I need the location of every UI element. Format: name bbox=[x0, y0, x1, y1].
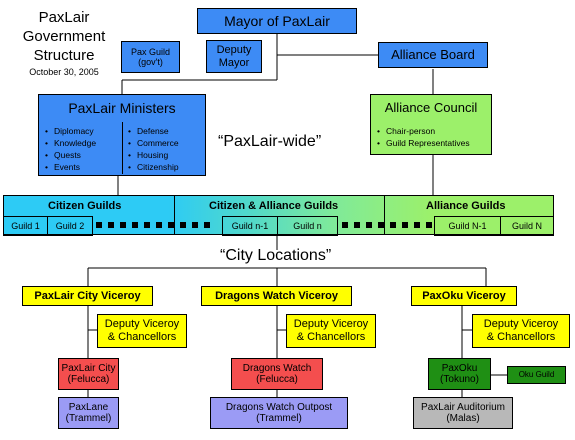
mayor-box: Mayor of PaxLair bbox=[197, 8, 357, 34]
city-locations-label: “City Locations” bbox=[220, 247, 332, 264]
dragons-viceroy-box: Dragons Watch Viceroy bbox=[201, 286, 352, 306]
deputy-viceroy-line1: Deputy Viceroy bbox=[483, 318, 559, 331]
deputy-viceroy-line1: Deputy Viceroy bbox=[293, 318, 369, 331]
alliance-board-box: Alliance Board bbox=[378, 42, 488, 68]
minister-item: Events bbox=[45, 161, 96, 173]
paxlane-line1: PaxLane bbox=[68, 401, 109, 413]
paxlair-wide-label: “PaxLair-wide” bbox=[218, 133, 322, 150]
paxlair-city-line1: PaxLair City bbox=[61, 362, 116, 374]
paxoku-line1: PaxOku bbox=[441, 362, 478, 374]
ministers-right-list: Defense Commerce Housing Citizenship bbox=[128, 125, 179, 173]
alliance-council-list: Chair-person Guild Representatives bbox=[377, 125, 470, 149]
guild-n-left-label: Guild n bbox=[293, 221, 322, 231]
dragons-viceroy-label: Dragons Watch Viceroy bbox=[215, 289, 338, 302]
guild-bar-divider-left bbox=[174, 195, 175, 235]
guild-n1-left-box: Guild n-1 bbox=[222, 216, 278, 236]
guild-N-box: Guild N bbox=[500, 216, 554, 236]
dragons-watch-line2: (Felucca) bbox=[256, 374, 298, 385]
alliance-guilds-label: Alliance Guilds bbox=[426, 200, 506, 212]
guild-2-label: Guild 2 bbox=[55, 221, 85, 231]
deputy-mayor-line2: Mayor bbox=[218, 56, 250, 69]
paxlane-box: PaxLane (Trammel) bbox=[58, 397, 119, 429]
guild-1-box: Guild 1 bbox=[3, 216, 48, 236]
auditorium-box: PaxLair Auditorium (Malas) bbox=[413, 397, 513, 429]
guild-bar: Citizen Guilds Citizen & Alliance Guilds… bbox=[3, 195, 554, 235]
chart-title: PaxLair Government Structure bbox=[14, 8, 114, 65]
ministers-title: PaxLair Ministers bbox=[68, 100, 176, 116]
minister-item: Defense bbox=[128, 125, 179, 137]
paxlane-line2: (Trammel) bbox=[65, 413, 112, 424]
auditorium-line1: PaxLair Auditorium bbox=[421, 401, 505, 413]
deputy-viceroy-line2: & Chancellors bbox=[296, 331, 366, 343]
ministers-divider bbox=[122, 122, 123, 174]
minister-item: Quests bbox=[45, 149, 96, 161]
minister-item: Diplomacy bbox=[45, 125, 96, 137]
deputy-mayor-box: Deputy Mayor bbox=[206, 40, 262, 73]
ministers-box: PaxLair Ministers Diplomacy Knowledge Qu… bbox=[38, 94, 206, 176]
alliance-council-box: Alliance Council Chair-person Guild Repr… bbox=[370, 94, 492, 155]
council-item: Guild Representatives bbox=[377, 137, 470, 149]
guild-N1-label: Guild N-1 bbox=[448, 221, 487, 231]
deputy-viceroy-line2: & Chancellors bbox=[486, 331, 556, 343]
deputy-viceroy-box-2: Deputy Viceroy & Chancellors bbox=[286, 314, 376, 348]
pax-guild-line2: (gov't) bbox=[138, 57, 163, 67]
paxlair-viceroy-label: PaxLair City Viceroy bbox=[34, 289, 141, 302]
minister-item: Knowledge bbox=[45, 137, 96, 149]
paxoku-viceroy-box: PaxOku Viceroy bbox=[411, 286, 517, 306]
paxlair-viceroy-box: PaxLair City Viceroy bbox=[22, 286, 153, 306]
deputy-viceroy-line1: Deputy Viceroy bbox=[104, 318, 180, 331]
guild-n-left-box: Guild n bbox=[277, 216, 338, 236]
alliance-board-label: Alliance Board bbox=[391, 46, 475, 62]
paxlair-city-line2: (Felucca) bbox=[67, 374, 110, 385]
citizen-guilds-label: Citizen Guilds bbox=[48, 200, 122, 212]
guild-n1-left-label: Guild n-1 bbox=[231, 221, 269, 231]
guild-N-label: Guild N bbox=[511, 221, 542, 231]
deputy-viceroy-box-1: Deputy Viceroy & Chancellors bbox=[97, 314, 187, 348]
mayor-label: Mayor of PaxLair bbox=[224, 12, 330, 29]
oku-guild-box: Oku Guild bbox=[507, 366, 566, 384]
paxoku-viceroy-label: PaxOku Viceroy bbox=[422, 289, 506, 302]
guild-2-box: Guild 2 bbox=[47, 216, 93, 236]
dragons-outpost-line1: Dragons Watch Outpost bbox=[225, 401, 333, 413]
council-item: Chair-person bbox=[377, 125, 470, 137]
deputy-mayor-line1: Deputy bbox=[216, 43, 252, 56]
alliance-council-title: Alliance Council bbox=[384, 100, 478, 115]
title-line2: Government bbox=[22, 28, 106, 45]
title-line1: PaxLair bbox=[38, 9, 90, 26]
dragons-outpost-line2: (Trammel) bbox=[256, 413, 302, 424]
guild-1-label: Guild 1 bbox=[11, 221, 40, 231]
pax-guild-box: Pax Guild (gov't) bbox=[121, 41, 180, 73]
deputy-viceroy-box-3: Deputy Viceroy & Chancellors bbox=[472, 314, 570, 348]
guild-dots-left bbox=[96, 222, 210, 228]
paxoku-line2: (Tokuno) bbox=[440, 374, 479, 385]
dragons-watch-line1: Dragons Watch bbox=[242, 362, 312, 374]
paxoku-box: PaxOku (Tokuno) bbox=[428, 358, 491, 390]
guild-bar-divider-right bbox=[384, 195, 385, 235]
dragons-outpost-box: Dragons Watch Outpost (Trammel) bbox=[210, 397, 348, 429]
paxlair-city-box: PaxLair City (Felucca) bbox=[58, 358, 119, 390]
title-date: October 30, 2005 bbox=[29, 67, 99, 77]
guild-dots-right bbox=[342, 222, 432, 228]
ministers-left-list: Diplomacy Knowledge Quests Events bbox=[45, 125, 96, 173]
auditorium-line2: (Malas) bbox=[446, 413, 480, 424]
minister-item: Commerce bbox=[128, 137, 179, 149]
oku-guild-label: Oku Guild bbox=[518, 370, 555, 380]
dragons-watch-box: Dragons Watch (Felucca) bbox=[231, 358, 323, 390]
minister-item: Housing bbox=[128, 149, 179, 161]
title-line3: Structure bbox=[33, 47, 95, 64]
citizen-alliance-guilds-label: Citizen & Alliance Guilds bbox=[209, 200, 339, 212]
pax-guild-line1: Pax Guild bbox=[130, 46, 171, 57]
guild-N1-box: Guild N-1 bbox=[434, 216, 501, 236]
minister-item: Citizenship bbox=[128, 161, 179, 173]
deputy-viceroy-line2: & Chancellors bbox=[107, 331, 177, 343]
